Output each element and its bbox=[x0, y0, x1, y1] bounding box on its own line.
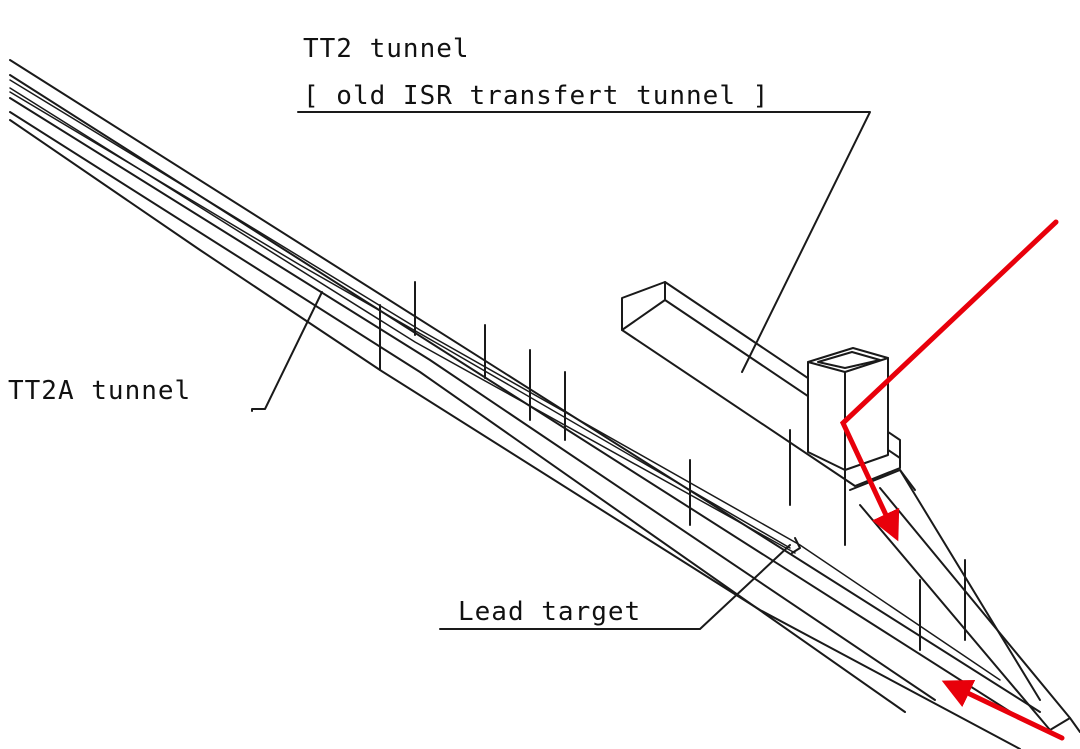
leader-lines bbox=[251, 111, 871, 630]
tt2a-tunnel-label: TT2A tunnel bbox=[8, 376, 191, 406]
red-arrow-down bbox=[839, 219, 1059, 542]
tt2-tunnel-drawing bbox=[621, 281, 1080, 733]
tt2a-tunnel-drawing bbox=[9, 59, 1041, 749]
red-arrow-up bbox=[941, 679, 1065, 741]
tt2-tunnel-label: TT2 tunnel bbox=[303, 34, 470, 64]
lead-target-label: Lead target bbox=[458, 597, 641, 627]
beam-arrows bbox=[839, 219, 1065, 741]
tt2-tunnel-sublabel: [ old ISR transfert tunnel ] bbox=[303, 81, 769, 111]
